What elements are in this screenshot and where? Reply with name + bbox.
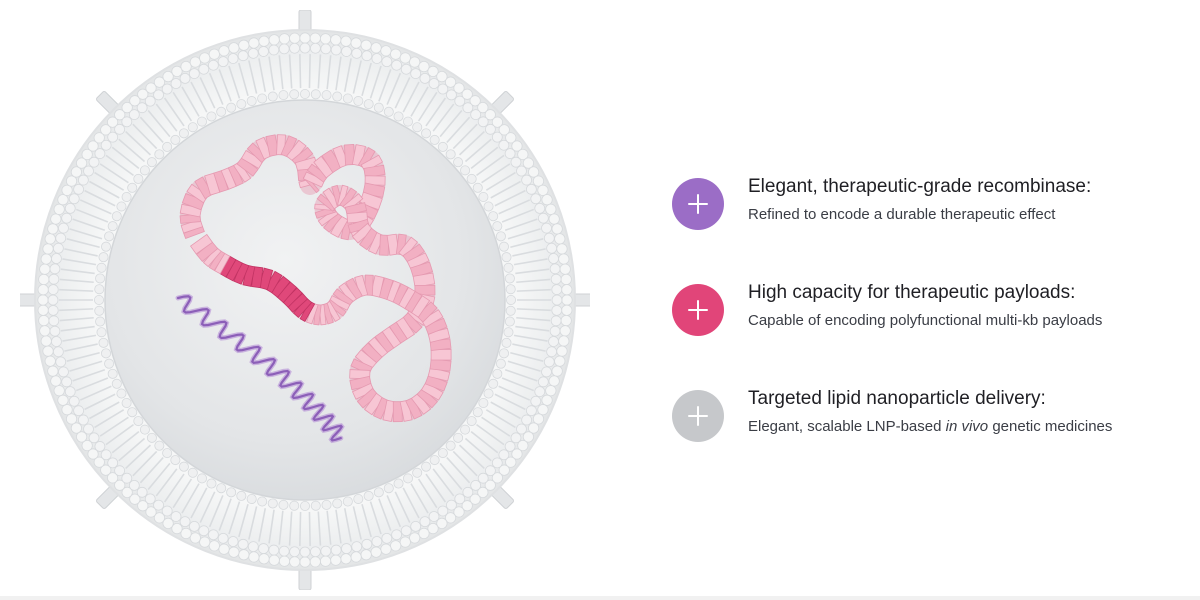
plus-icon xyxy=(688,300,708,320)
dna-payload xyxy=(179,134,452,423)
feature-title: Elegant, therapeutic-grade recombinase: xyxy=(748,176,1092,197)
bottom-divider xyxy=(0,596,1200,600)
feature-list: Elegant, therapeutic-grade recombinase: … xyxy=(672,170,1172,442)
feature-description: Elegant, scalable LNP-based in vivo gene… xyxy=(748,416,1178,438)
feature-recombinase: Elegant, therapeutic-grade recombinase: … xyxy=(672,170,1172,230)
lipid-head-groups xyxy=(37,32,573,568)
feature-payload-capacity: High capacity for therapeutic payloads: … xyxy=(672,276,1172,336)
description-italic: in vivo xyxy=(945,418,989,435)
description-suffix: genetic medicines xyxy=(988,418,1113,435)
feature-text: Targeted lipid nanoparticle delivery: El… xyxy=(748,386,1178,438)
lipid-tails xyxy=(59,54,551,546)
expand-recombinase-button[interactable] xyxy=(672,178,724,230)
feature-text: High capacity for therapeutic payloads: … xyxy=(748,280,1178,332)
plus-icon xyxy=(688,406,708,426)
lipid-nanoparticle-illustration xyxy=(20,10,590,590)
expand-payload-button[interactable] xyxy=(672,284,724,336)
feature-description: Capable of encoding polyfunctional multi… xyxy=(748,312,1103,329)
feature-title: High capacity for therapeutic payloads: xyxy=(748,282,1076,303)
feature-text: Elegant, therapeutic-grade recombinase: … xyxy=(748,174,1178,226)
feature-lnp-delivery: Targeted lipid nanoparticle delivery: El… xyxy=(672,382,1172,442)
description-prefix: Elegant, scalable LNP-based xyxy=(748,418,946,435)
mrna-strand xyxy=(175,293,345,444)
feature-description: Refined to encode a durable therapeutic … xyxy=(748,206,1056,223)
plus-icon xyxy=(688,194,708,214)
expand-lnp-button[interactable] xyxy=(672,390,724,442)
feature-title: Targeted lipid nanoparticle delivery: xyxy=(748,388,1046,409)
